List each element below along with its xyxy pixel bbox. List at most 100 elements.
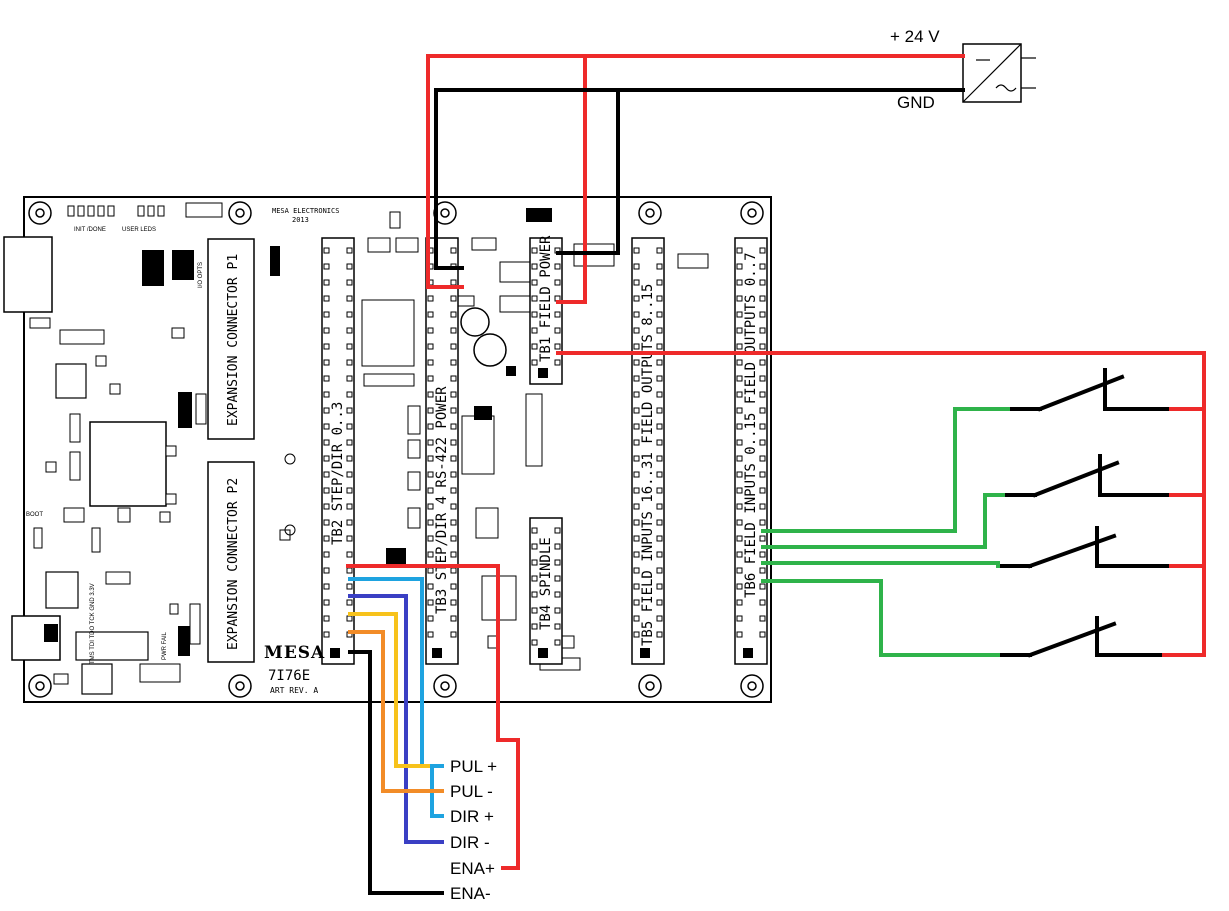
terminal-pin [736,375,743,382]
power-supply: + 24 V GND [890,27,1036,112]
wire-24v-red-tb1 [556,54,587,304]
terminal-pin [759,535,766,542]
fpga-chip [89,421,167,507]
jtag-text: TMS TDI TDO TCK GND 3.3V [90,583,96,664]
terminal-pin [531,543,538,550]
terminal-pin [736,583,743,590]
dir-plus-label: DIR + [450,807,494,826]
connector-label: TB6 FIELD INPUTS 0..15 FIELD OUTPUTS 0..… [743,252,759,598]
pul-minus-label: PUL - [450,782,493,801]
terminal-pin [759,375,766,382]
terminal-pin [554,639,561,646]
terminal-pin [736,471,743,478]
terminal-pin [323,375,330,382]
terminal-pin [656,423,663,430]
init-done-text: INIT /DONE [74,227,106,233]
terminal-pin [633,375,640,382]
terminal-pin [323,407,330,414]
terminal-pin [346,487,353,494]
terminal-pin [531,295,538,302]
terminal-pin [450,519,457,526]
terminal-pin [759,263,766,270]
terminal-pin [736,327,743,334]
pwr-fail-text: PWR FAIL [162,631,168,660]
terminal-pin [531,311,538,318]
terminal-pin [656,535,663,542]
ethernet-jack [3,236,53,313]
terminal-pin [346,519,353,526]
terminal-pin [323,455,330,462]
terminal-pin [346,599,353,606]
terminal-block-tb3: TB3 STEP/DIR 4 RS-422 POWER [425,237,459,665]
terminal-pin [346,535,353,542]
terminal-pin [633,631,640,638]
mesa-7i76e-board: EXPANSION CONNECTOR P1 EXPANSION CONNECT… [3,196,772,703]
ena-minus-label: ENA- [450,884,491,903]
terminal-pin [323,567,330,574]
terminal-pin [450,423,457,430]
terminal-pin [554,279,561,286]
terminal-pin [656,519,663,526]
pul-plus-label: PUL + [450,757,497,776]
terminal-pin [323,311,330,318]
terminal-pin [759,599,766,606]
boot-text: BOOT [26,512,43,518]
terminal-pin [633,311,640,318]
terminal-pin [736,503,743,510]
terminal-pin [427,535,434,542]
terminal-pin [633,567,640,574]
terminal-pin [633,535,640,542]
terminal-pin [554,623,561,630]
terminal-pin [633,439,640,446]
terminal-pin [450,311,457,318]
terminal-pin [346,615,353,622]
terminal-pin [759,455,766,462]
terminal-pin [656,263,663,270]
terminal-pin [736,567,743,574]
terminal-pin [531,279,538,286]
terminal-pin [323,247,330,254]
brand-text: MESA ELECTRONICS [272,207,339,215]
terminal-pin [736,439,743,446]
terminal-pin [346,551,353,558]
terminal-pin [633,503,640,510]
terminal-pin [633,471,640,478]
terminal-pin [656,503,663,510]
terminal-pin [633,599,640,606]
terminal-pin [656,247,663,254]
terminal-pin [633,487,640,494]
terminal-pin [450,471,457,478]
terminal-pin [633,295,640,302]
terminal-pin [531,327,538,334]
rev-text: ART REV. A [270,686,318,695]
mounting-holes [28,201,764,698]
terminal-pin [427,359,434,366]
switches [996,368,1169,658]
terminal-pin [736,343,743,350]
terminal-pin [736,279,743,286]
terminal-pin [633,247,640,254]
terminal-pin [323,279,330,286]
terminal-pin [450,375,457,382]
terminal-pin [759,503,766,510]
wire-pul-plus-yellow [348,612,444,768]
terminal-pin [531,359,538,366]
year-text: 2013 [292,216,309,224]
connector-label: TB3 STEP/DIR 4 RS-422 POWER [434,386,450,614]
terminal-pin [759,439,766,446]
terminal-pin [656,471,663,478]
terminal-pin [450,535,457,542]
terminal-pin [656,439,663,446]
terminal-pin [633,583,640,590]
terminal-pin [736,311,743,318]
terminal-pin [427,487,434,494]
connector-label: TB1 FIELD POWER [538,235,554,362]
terminal-pin [450,487,457,494]
terminal-pin [759,311,766,318]
terminal-pin [633,615,640,622]
terminal-pin [531,263,538,270]
terminal-pin [323,263,330,270]
terminal-pin [736,519,743,526]
terminal-pin [554,327,561,334]
